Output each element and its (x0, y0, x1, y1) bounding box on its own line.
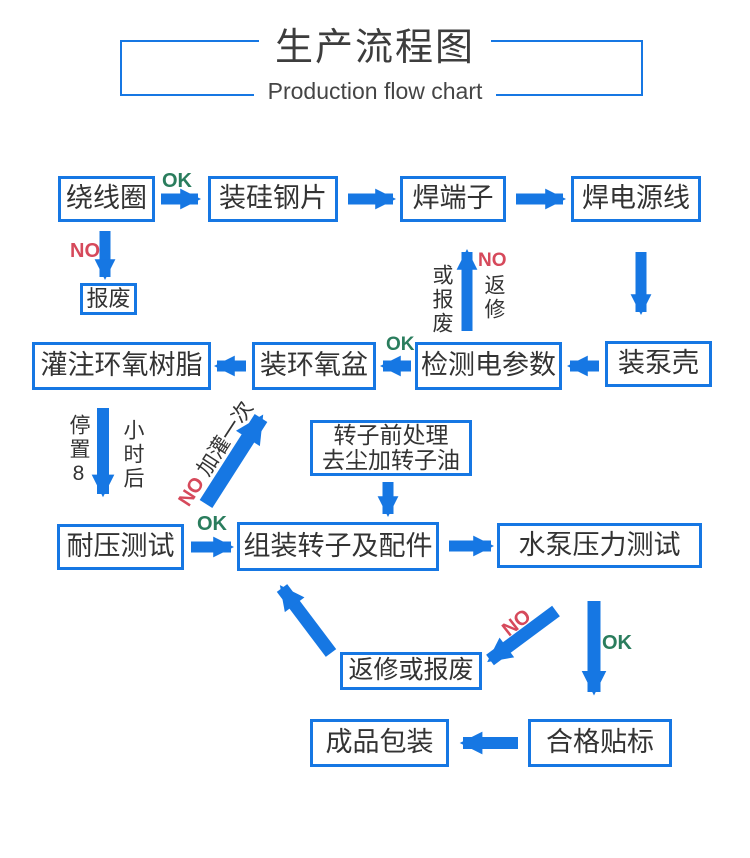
node-label: 装环氧盆 (260, 350, 368, 381)
label-ok-4: OK (602, 632, 632, 654)
node-label: 装泵壳 (618, 348, 699, 379)
label-or-scrap: 或报废 (430, 264, 453, 336)
node-label: 灌注环氧树脂 (40, 350, 203, 381)
node-label: 焊电源线 (582, 183, 690, 214)
node-mount-epoxy-basin: 装环氧盆 (252, 342, 376, 390)
page-title-text: 生产流程图 (258, 27, 491, 69)
node-weld-terminal: 焊端子 (400, 176, 506, 222)
node-scrap: 报废 (80, 283, 137, 315)
page-subtitle: Production flow chart (0, 78, 750, 105)
node-product-packing: 成品包装 (310, 719, 449, 767)
node-label: 组装转子及配件 (243, 530, 433, 561)
label-no-2: NO (478, 250, 507, 271)
page-title: 生产流程图 (0, 16, 750, 71)
node-assemble-rotor-parts: 组装转子及配件 (237, 522, 439, 571)
label-ok-2: OK (386, 334, 415, 355)
node-pour-epoxy-resin: 灌注环氧树脂 (32, 342, 211, 390)
node-test-electric-params: 检测电参数 (415, 342, 562, 390)
node-mount-silicon-steel: 装硅钢片 (208, 176, 338, 222)
node-wind-coil: 绕线圈 (58, 176, 155, 222)
arrow-repair-to-assemble (276, 584, 337, 657)
node-label-line2: 去尘加转子油 (322, 447, 460, 473)
node-qualified-labeling: 合格贴标 (528, 719, 672, 767)
node-repair-or-scrap: 返修或报废 (340, 652, 482, 690)
label-hours-later: 小时后 (121, 419, 144, 491)
arrow-pumptest-to-repair (486, 605, 560, 666)
node-weld-power-cord: 焊电源线 (571, 176, 701, 222)
node-mount-pump-shell: 装泵壳 (605, 341, 712, 387)
node-label: 焊端子 (412, 183, 494, 214)
node-label: 水泵压力测试 (518, 529, 681, 560)
node-pump-pressure-test: 水泵压力测试 (497, 523, 702, 568)
node-label: 返修或报废 (348, 656, 474, 685)
label-ok-3: OK (197, 513, 227, 535)
arrow-refill-diagonal (199, 413, 268, 509)
page-subtitle-text: Production flow chart (253, 78, 497, 104)
node-label: 合格贴标 (546, 727, 654, 758)
node-label: 报废 (86, 285, 131, 311)
node-label: 检测电参数 (421, 350, 556, 381)
node-rotor-pretreat: 转子前处理 去尘加转子油 (310, 420, 472, 476)
node-label-line1: 转子前处理 (333, 421, 449, 448)
label-ok-1: OK (162, 170, 192, 192)
node-label: 绕线圈 (66, 183, 147, 214)
label-stand-8: 停置8 (67, 414, 90, 488)
node-label: 耐压测试 (66, 531, 175, 562)
node-withstand-voltage-test: 耐压测试 (57, 524, 184, 570)
label-repair: 返修 (482, 274, 505, 322)
node-label: 装硅钢片 (219, 183, 327, 214)
label-no-1: NO (70, 240, 100, 262)
node-label: 成品包装 (325, 727, 434, 758)
